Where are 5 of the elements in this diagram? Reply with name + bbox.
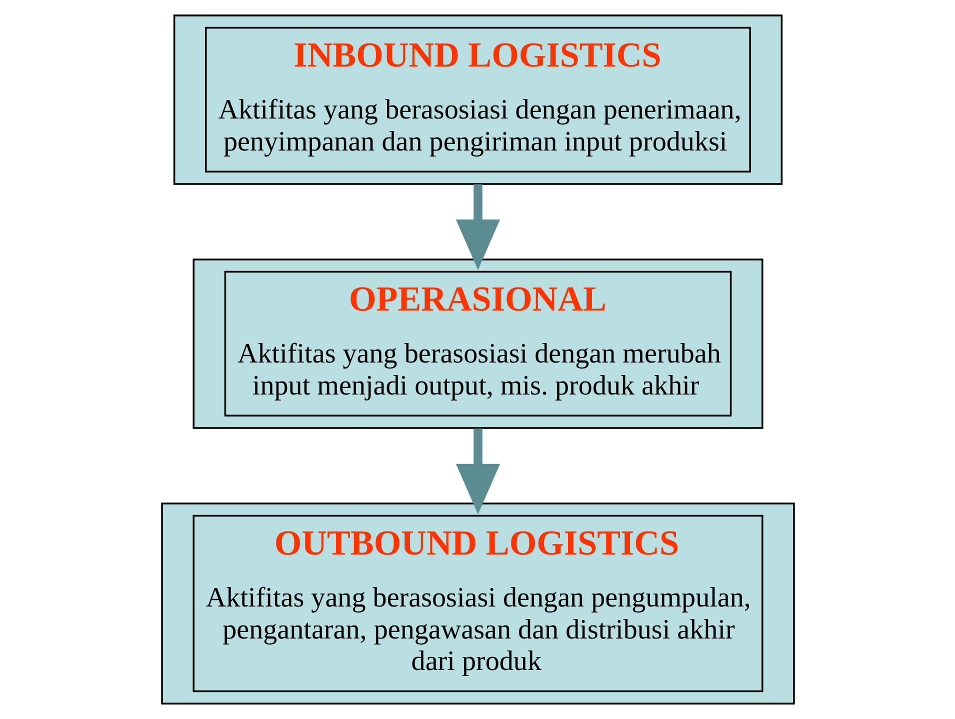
node-box: OUTBOUND LOGISTICS Aktifitas yang berasosiasi dengan pengumpulan, pengantaran, pengawasan dan distribusi akhir dari produk <box>160 502 794 704</box>
arrow <box>455 428 500 514</box>
arrow <box>455 184 500 270</box>
node-box: OPERASIONAL Aktifitas yang berasosiasi dengan merubah input menjadi output, mis. produk akhir <box>192 258 763 429</box>
node-box: INBOUND LOGISTICS Aktifitas yang berasosiasi dengan penerimaan, penyimpanan dan pengiriman input produksi <box>172 14 782 185</box>
